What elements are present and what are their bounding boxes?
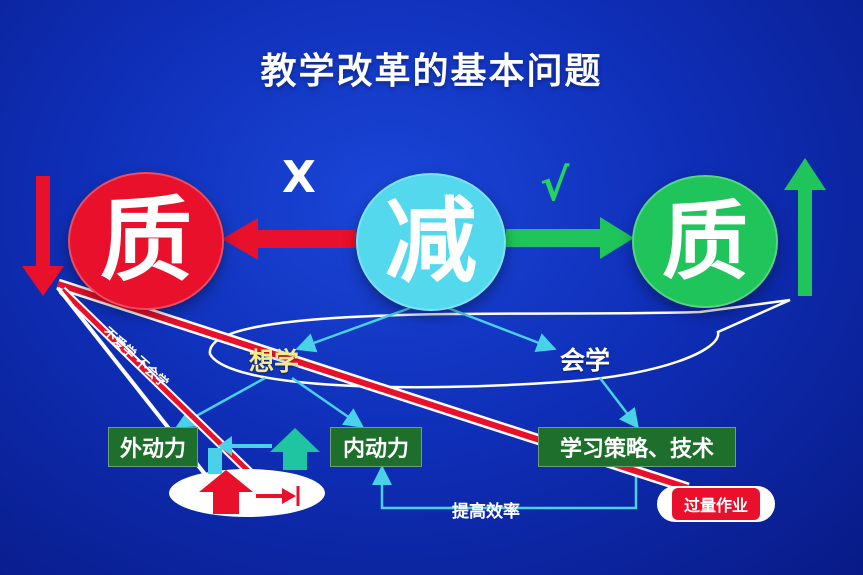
internal-drive-box: 内动力 — [330, 427, 422, 467]
able-to-learn-label: 会学 — [559, 346, 610, 375]
excess-homework-pill: 过量作业 — [657, 486, 775, 522]
want-to-learn-label: 想学 — [248, 347, 299, 376]
center-reduce-circle: 减 — [356, 173, 506, 311]
right-quality-circle: 质 — [632, 175, 778, 308]
improve-efficiency-label: 提高效率 — [452, 502, 520, 522]
right-mark: √ — [540, 160, 570, 211]
wrong-mark: X — [282, 152, 316, 203]
arrow-to-left-quality — [222, 218, 356, 260]
left-quality-circle: 质 — [68, 172, 224, 310]
arrow-to-right-quality — [506, 217, 634, 259]
up-arrow-right — [784, 158, 826, 296]
slide-title: 教学改革的基本问题 — [260, 51, 603, 92]
strategy-box: 学习策略、技术 — [538, 427, 736, 467]
cyan-connectors — [175, 306, 640, 510]
bottom-ellipse — [169, 469, 325, 517]
down-arrow-left — [22, 176, 64, 296]
excess-homework-label: 过量作业 — [671, 488, 760, 520]
external-drive-box: 外动力 — [108, 427, 198, 467]
drive-link-arrows — [208, 428, 320, 474]
